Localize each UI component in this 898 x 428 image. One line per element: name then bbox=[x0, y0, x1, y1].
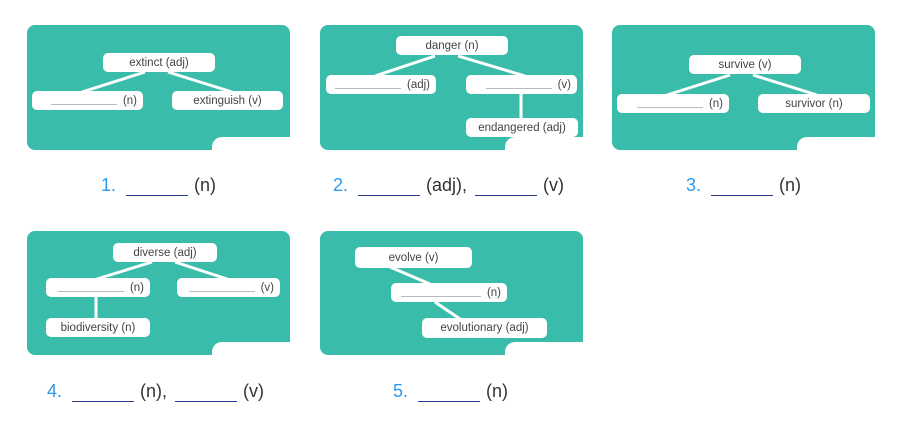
word-family-diagram-2: danger (n) (adj) (v) endangered (adj) bbox=[320, 25, 585, 152]
node-extinct: extinct (adj) bbox=[103, 53, 215, 72]
answer-blank[interactable] bbox=[475, 179, 538, 196]
answer-line-5: 5. (n) bbox=[393, 381, 508, 402]
node-blank-noun: (n) bbox=[617, 94, 729, 113]
item-number: 1. bbox=[101, 175, 117, 195]
node-extinguish: extinguish (v) bbox=[172, 91, 283, 110]
pos-label: (adj) bbox=[406, 78, 430, 91]
node-endangered: endangered (adj) bbox=[466, 118, 578, 137]
answer-line-4: 4. (n), (v) bbox=[47, 381, 264, 402]
pos-label: (n) bbox=[486, 381, 509, 401]
pos-label: (n) bbox=[129, 281, 144, 294]
card-notch bbox=[212, 137, 292, 152]
connector-lines bbox=[666, 73, 818, 97]
answer-line-3: 3. (n) bbox=[686, 175, 801, 196]
pos-label: (n) bbox=[486, 286, 501, 299]
connector-lines bbox=[374, 54, 526, 119]
node-survivor: survivor (n) bbox=[758, 94, 870, 113]
node-blank-verb: (v) bbox=[466, 75, 577, 94]
pos-label: (adj), bbox=[426, 175, 468, 195]
node-diverse: diverse (adj) bbox=[113, 243, 217, 262]
answer-blank[interactable] bbox=[126, 179, 189, 196]
pos-label: (v) bbox=[543, 175, 565, 195]
answer-line-2: 2. (adj), (v) bbox=[333, 175, 564, 196]
node-blank-verb: (v) bbox=[177, 278, 280, 297]
node-blank-noun: (n) bbox=[46, 278, 150, 297]
pos-label: (v) bbox=[243, 381, 265, 401]
node-blank-noun: (n) bbox=[32, 91, 143, 110]
pos-label: (n), bbox=[140, 381, 168, 401]
pos-label: (n) bbox=[779, 175, 802, 195]
pos-label: (v) bbox=[557, 78, 571, 91]
answer-blank[interactable] bbox=[711, 179, 774, 196]
item-number: 4. bbox=[47, 381, 63, 401]
word-family-diagram-5: evolve (v) (n) evolutionary (adj) bbox=[320, 231, 585, 357]
word-family-diagram-4: diverse (adj) (n) (v) biodiversity (n) bbox=[27, 231, 292, 357]
answer-blank[interactable] bbox=[175, 385, 238, 402]
connector-lines bbox=[94, 260, 228, 319]
node-evolve: evolve (v) bbox=[355, 247, 472, 268]
node-evolutionary: evolutionary (adj) bbox=[422, 318, 547, 338]
word-family-diagram-3: survive (v) (n) survivor (n) bbox=[612, 25, 877, 152]
answer-blank[interactable] bbox=[72, 385, 135, 402]
answer-line-1: 1. (n) bbox=[101, 175, 216, 196]
connector-lines bbox=[81, 70, 233, 94]
item-number: 5. bbox=[393, 381, 409, 401]
pos-label: (n) bbox=[708, 97, 723, 110]
card-notch bbox=[505, 137, 585, 152]
connector-lines bbox=[389, 265, 461, 321]
pos-label: (v) bbox=[260, 281, 274, 294]
node-blank-noun: (n) bbox=[391, 283, 507, 302]
item-number: 3. bbox=[686, 175, 702, 195]
node-blank-adj: (adj) bbox=[326, 75, 436, 94]
card-notch bbox=[505, 342, 585, 357]
pos-label: (n) bbox=[194, 175, 217, 195]
word-family-diagram-1: extinct (adj) (n) extinguish (v) bbox=[27, 25, 292, 152]
card-notch bbox=[212, 342, 292, 357]
pos-label: (n) bbox=[122, 94, 137, 107]
node-survive: survive (v) bbox=[689, 55, 801, 74]
card-notch bbox=[797, 137, 877, 152]
answer-blank[interactable] bbox=[358, 179, 421, 196]
node-biodiversity: biodiversity (n) bbox=[46, 318, 150, 337]
answer-blank[interactable] bbox=[418, 385, 481, 402]
item-number: 2. bbox=[333, 175, 349, 195]
node-danger: danger (n) bbox=[396, 36, 508, 55]
